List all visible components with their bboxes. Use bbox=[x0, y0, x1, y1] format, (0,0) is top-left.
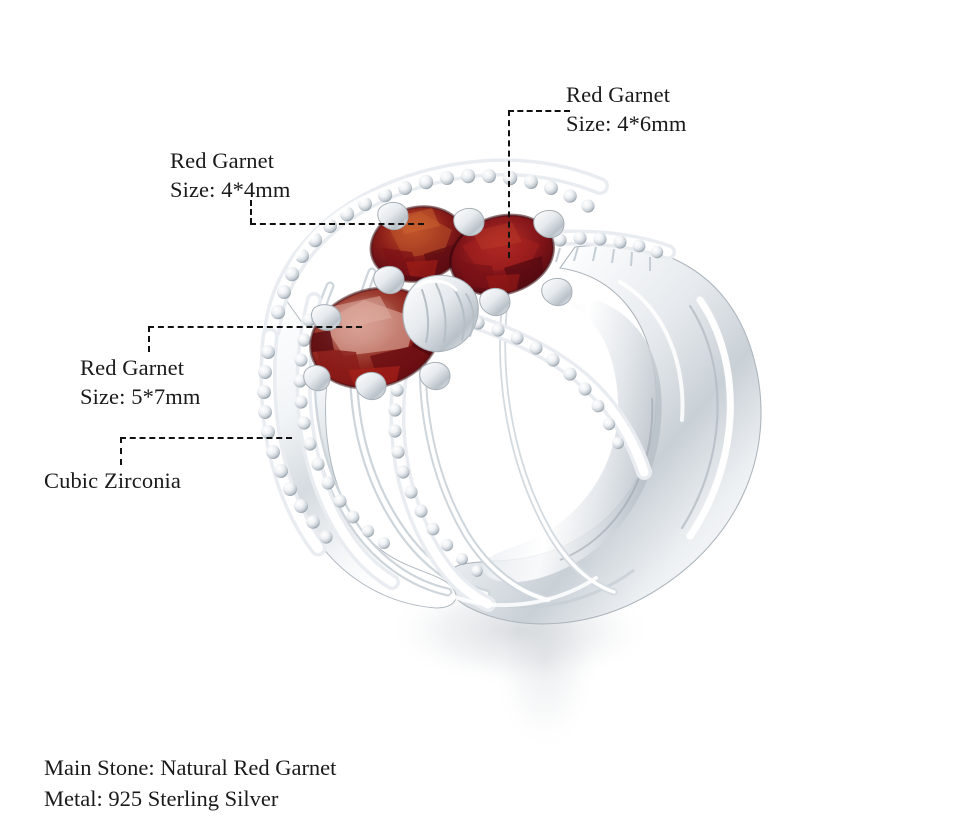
prong-set bbox=[303, 201, 573, 401]
ring-shadow bbox=[385, 572, 655, 688]
callout-garnet-4x4: Red Garnet Size: 4*4mm bbox=[170, 146, 290, 204]
leader-line-garnet-5x7-vertical bbox=[148, 326, 150, 352]
callout-garnet-4x6-material: Red Garnet bbox=[566, 82, 671, 107]
callout-garnet-5x7: Red Garnet Size: 5*7mm bbox=[80, 353, 200, 411]
ring-ribs bbox=[269, 267, 618, 609]
pave-cz-band-outer-upper bbox=[263, 158, 609, 339]
garnet-stone-4x6 bbox=[449, 213, 555, 297]
leader-line-garnet-4x4-vertical bbox=[250, 200, 252, 224]
callout-garnet-4x4-material: Red Garnet bbox=[170, 148, 275, 173]
spec-metal: Metal: 925 Sterling Silver bbox=[44, 786, 279, 811]
callout-garnet-4x6-size: Size: 4*6mm bbox=[566, 111, 687, 136]
leader-line-cz-vertical bbox=[120, 437, 122, 465]
pave-cz-band-diagonal-right bbox=[462, 312, 652, 480]
ring-reflection bbox=[490, 565, 600, 755]
pave-cz-band-upper-right bbox=[548, 229, 676, 271]
ring-shank bbox=[446, 244, 762, 625]
spec-main-stone: Main Stone: Natural Red Garnet bbox=[44, 755, 337, 780]
garnet-stone-4x4 bbox=[369, 205, 467, 283]
leader-line-garnet-4x6-horizontal bbox=[508, 110, 570, 112]
garnet-stone-5x7 bbox=[309, 286, 441, 392]
leader-line-cz-horizontal bbox=[120, 437, 292, 439]
ring-highlights bbox=[292, 182, 685, 608]
callout-cubic-zirconia-material: Cubic Zirconia bbox=[44, 468, 181, 493]
product-spec-block: Main Stone: Natural Red Garnet Metal: 92… bbox=[44, 752, 336, 814]
pave-cz-band-outer-left bbox=[257, 327, 333, 557]
leader-line-garnet-5x7-horizontal bbox=[148, 326, 362, 328]
pave-cz-band-second-left bbox=[293, 292, 400, 590]
callout-garnet-4x4-size: Size: 4*4mm bbox=[170, 177, 291, 202]
callout-garnet-4x6: Red Garnet Size: 4*6mm bbox=[566, 80, 686, 138]
center-claw-prong bbox=[402, 274, 479, 352]
callout-garnet-5x7-material: Red Garnet bbox=[80, 355, 185, 380]
leader-line-garnet-4x6-vertical bbox=[508, 110, 510, 258]
callout-garnet-5x7-size: Size: 5*7mm bbox=[80, 384, 201, 409]
pave-cz-band-center bbox=[388, 344, 496, 612]
callout-cubic-zirconia: Cubic Zirconia bbox=[44, 466, 181, 495]
leader-line-garnet-4x4-horizontal bbox=[250, 223, 424, 225]
